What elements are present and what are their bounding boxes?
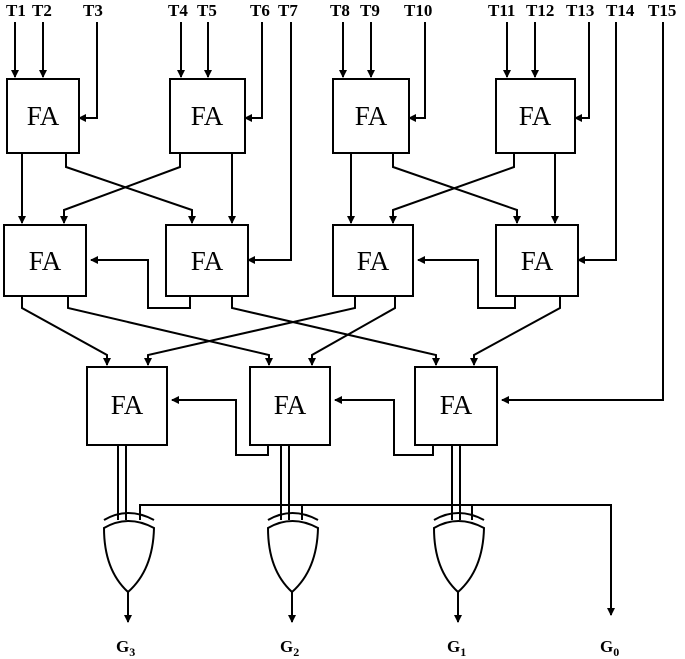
input-label-t14: T14 (606, 1, 635, 20)
full-adder-1-3: FA (332, 78, 410, 154)
svg-text:FA: FA (519, 101, 552, 131)
wire-fa8-s (470, 296, 561, 366)
svg-text:FA: FA (355, 101, 388, 131)
svg-text:FA: FA (357, 246, 390, 276)
wire-t13 (574, 22, 590, 122)
wire-fa10-to-fa9 (171, 396, 269, 456)
xor-gate-g2 (266, 512, 320, 623)
full-adder-1-1: FA (6, 78, 80, 154)
output-label-g2: G2 (280, 637, 299, 659)
full-adder-2-3: FA (332, 224, 414, 297)
full-adder-3-2: FA (249, 366, 331, 446)
svg-text:FA: FA (29, 246, 62, 276)
full-adder-1-4: FA (495, 78, 576, 154)
svg-text:FA: FA (191, 246, 224, 276)
wire-fa8-to-fa7 (417, 256, 516, 309)
input-label-t2: T2 (32, 1, 52, 20)
wire-t14 (577, 22, 617, 264)
input-wires (11, 22, 664, 404)
wire-t7 (247, 22, 292, 264)
input-label-t5: T5 (197, 1, 217, 20)
input-label-t11: T11 (488, 1, 515, 20)
full-adder-1-2: FA (169, 78, 246, 154)
input-label-t8: T8 (330, 1, 350, 20)
input-label-t4: T4 (168, 1, 188, 20)
input-label-t9: T9 (360, 1, 380, 20)
level3-wires (171, 396, 434, 456)
wire-fa7-s (144, 296, 356, 366)
wire-fa1-c (65, 153, 196, 224)
full-adder-2-4: FA (495, 224, 579, 297)
full-adder-3-3: FA (414, 366, 498, 446)
wire-t15 (501, 22, 664, 404)
wire-t6 (244, 22, 263, 122)
level1-wires (18, 153, 559, 224)
full-adder-2-1: FA (3, 224, 87, 297)
svg-text:FA: FA (27, 101, 60, 131)
output-labels: G3 G2 G1 G0 (116, 637, 619, 659)
wire-t10 (408, 22, 426, 122)
svg-text:FA: FA (274, 390, 307, 420)
wire-fa7-c (308, 296, 396, 366)
input-label-t6: T6 (250, 1, 270, 20)
xor-gates (102, 512, 486, 623)
svg-text:FA: FA (521, 246, 554, 276)
full-adders: FA FA FA FA FA FA FA FA (3, 78, 579, 446)
output-wires (117, 445, 615, 616)
input-label-t10: T10 (404, 1, 432, 20)
wire-fa5-s (21, 296, 111, 366)
full-adder-3-1: FA (86, 366, 168, 446)
output-label-g1: G1 (447, 637, 466, 659)
output-label-g0: G0 (600, 637, 619, 659)
input-labels: T1 T2 T3 T4 T5 T6 T7 T8 T9 T10 T11 T12 T… (6, 1, 676, 20)
wire-fa4-s (389, 153, 515, 224)
input-label-t1: T1 (6, 1, 26, 20)
input-label-t15: T15 (648, 1, 676, 20)
svg-text:FA: FA (440, 390, 473, 420)
full-adder-2-2: FA (165, 224, 249, 297)
wire-fa6-c (231, 296, 440, 366)
svg-text:FA: FA (111, 390, 144, 420)
svg-text:FA: FA (191, 101, 224, 131)
input-label-t12: T12 (526, 1, 554, 20)
output-label-g3: G3 (116, 637, 135, 659)
wire-fa6-to-fa5 (90, 256, 191, 309)
wire-fa2-s (60, 153, 181, 224)
input-label-t13: T13 (566, 1, 594, 20)
level2-wires (90, 256, 516, 309)
input-label-t3: T3 (83, 1, 103, 20)
xor-gate-g1 (432, 512, 486, 623)
wire-t3 (78, 22, 98, 122)
level2-to-level3-wires (21, 296, 561, 366)
wire-g0-bus (139, 504, 615, 616)
input-label-t7: T7 (278, 1, 298, 20)
xor-gate-g3 (102, 512, 156, 623)
wire-fa5-c (67, 296, 273, 366)
wire-fa11-to-fa10 (334, 396, 434, 456)
